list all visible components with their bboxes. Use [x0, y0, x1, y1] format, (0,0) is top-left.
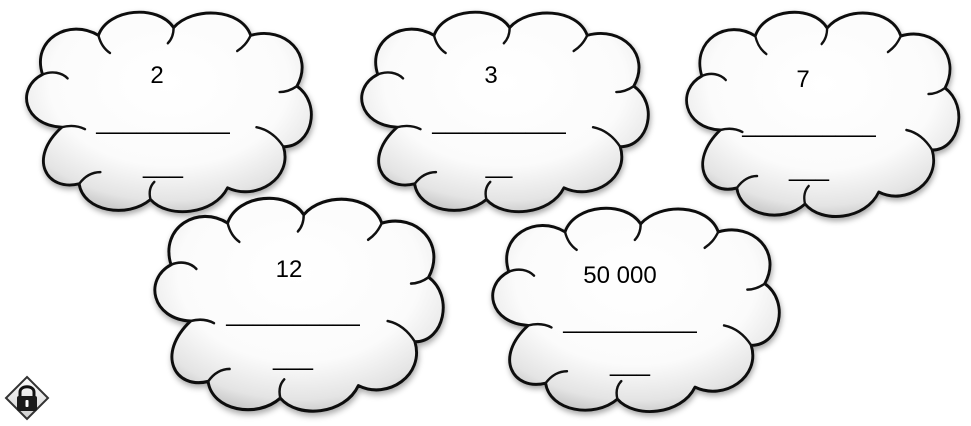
answer-line-short: ___ [142, 152, 184, 179]
lock-icon [4, 375, 50, 421]
answer-line: __________ [563, 307, 697, 334]
answer-line-short: ___ [788, 155, 830, 182]
answer-line-short: ___ [609, 350, 651, 377]
answer-line-short: ___ [272, 344, 314, 371]
cloud-number: 12 [275, 256, 303, 283]
answer-line: __________ [432, 108, 566, 135]
cloud-number: 2 [150, 62, 164, 89]
answer-line: __________ [226, 300, 360, 327]
answer-line-short: __ [485, 152, 513, 179]
cloud-card-3: 7 __________ ___ [665, 10, 969, 225]
cloud-number: 3 [484, 62, 498, 89]
cloud-number: 7 [796, 66, 810, 93]
cloud-card-1: 2 __________ ___ [4, 10, 322, 220]
lock-button[interactable] [4, 375, 50, 421]
answer-line: __________ [742, 111, 876, 138]
cloud-card-5: 50 000 __________ ___ [470, 206, 790, 420]
answer-line: __________ [96, 108, 230, 135]
cloud-card-4: 12 __________ ___ [132, 196, 454, 420]
cloud-card-2: 3 __________ __ [339, 10, 659, 220]
cloud-number: 50 000 [583, 262, 657, 289]
